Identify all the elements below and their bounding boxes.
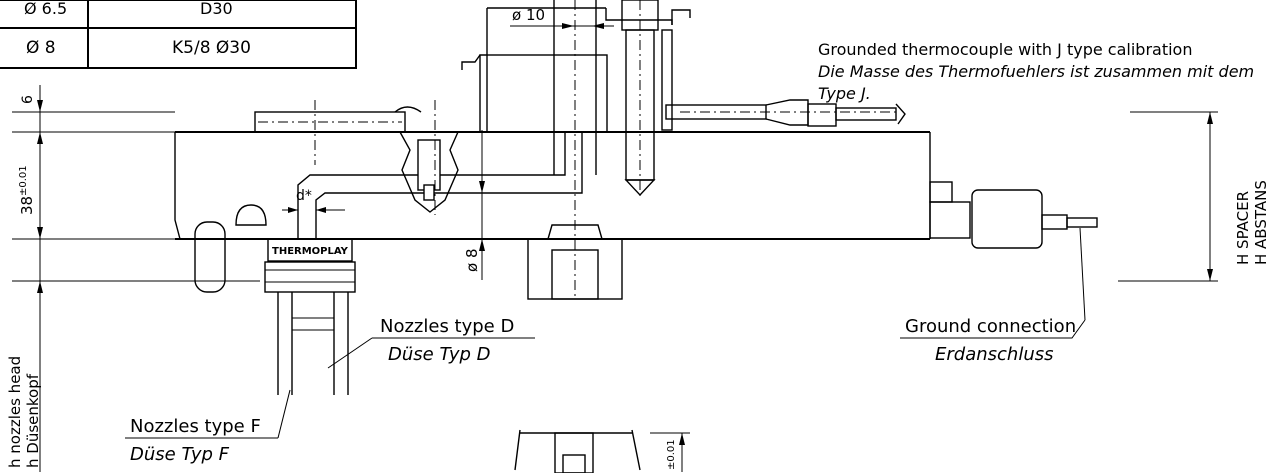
note-thermocouple-de2: Type J. <box>818 84 871 103</box>
dim-38-label: 38 <box>18 196 36 215</box>
nozzles-head-de-label: h Düsenkopf <box>24 373 42 468</box>
nozzle-d-de-label: Düse Typ D <box>388 344 491 365</box>
spec-table: Ø 6.5 D30 Ø 8 K5/8 Ø30 <box>0 0 357 69</box>
ground-de-label: Erdanschluss <box>935 344 1054 365</box>
brand-label: THERMOPLAY <box>272 246 349 257</box>
nozzle-assembly: THERMOPLAY <box>264 238 356 395</box>
right-spacer-dimension: H SPACER H ABSTANS <box>1118 111 1270 282</box>
nozzle-f-de-label: Düse Typ F <box>130 444 230 465</box>
bottom-center-block <box>527 224 623 300</box>
thermocouple-notes: Grounded thermocouple with J type calibr… <box>818 40 1254 103</box>
table-row1-spec: D30 <box>200 0 233 18</box>
left-plugs <box>194 204 267 293</box>
spacer-en-label: H SPACER <box>1234 191 1252 265</box>
mid-diameter-label: ø 8 <box>463 249 481 273</box>
note-thermocouple-en: Grounded thermocouple with J type calibr… <box>818 40 1192 59</box>
mid-dimensions: ø 8 d* <box>282 130 485 280</box>
note-thermocouple-de: Die Masse des Thermofuehlers ist zusamme… <box>818 62 1254 81</box>
nozzles-head-en-label: h nozzles head <box>6 356 24 468</box>
ground-connector <box>900 181 1098 339</box>
bottom-tol-label: ±0.01 <box>666 439 677 470</box>
manifold-body <box>174 7 931 240</box>
spacer-de-label: H ABSTANS <box>1252 180 1270 265</box>
ground-en-label: Ground connection <box>905 316 1076 337</box>
center-screw <box>553 0 691 300</box>
top-diameter-label: ø 10 <box>512 6 545 24</box>
left-dimensions: 6 38 ±0.01 h nozzles head h Düsenkopf <box>6 85 260 472</box>
top-diameter-dimension: ø 10 <box>510 6 614 29</box>
table-row2-diameter: Ø 8 <box>26 38 56 58</box>
dim-6-label: 6 <box>20 95 36 104</box>
bottom-detail-view: ±0.01 <box>514 429 690 473</box>
ground-connection-label: Ground connection Erdanschluss <box>905 316 1076 365</box>
thermocouple-cable <box>665 99 906 127</box>
nozzle-f-en-label: Nozzles type F <box>130 416 261 437</box>
nozzle-d-en-label: Nozzles type D <box>380 316 514 337</box>
table-row1-diameter: Ø 6.5 <box>24 0 67 18</box>
nozzle-labels: Nozzles type D Düse Typ D Nozzles type F… <box>125 316 535 465</box>
offset-label: d* <box>296 188 312 204</box>
dim-38-tol: ±0.01 <box>18 165 29 196</box>
left-bracket <box>394 54 481 113</box>
table-row2-spec: K5/8 Ø30 <box>172 38 251 58</box>
